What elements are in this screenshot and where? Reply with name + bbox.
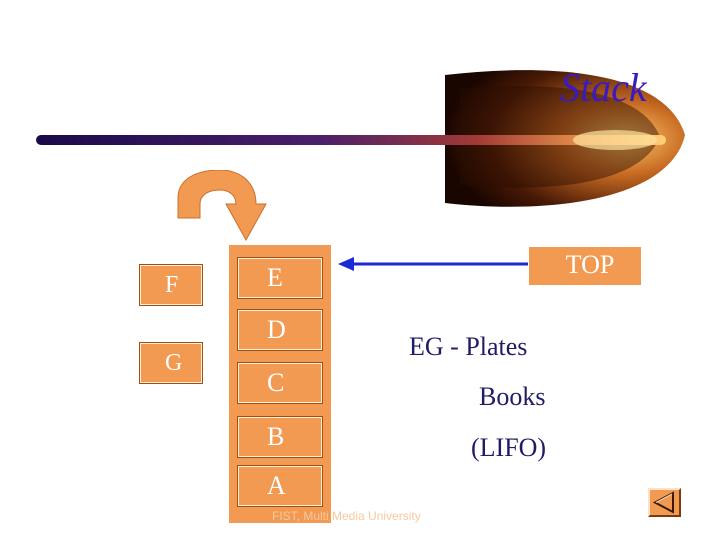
stack-item-b: B	[238, 417, 322, 457]
curved-arrow-icon	[170, 170, 270, 245]
side-item-f: F	[140, 265, 202, 305]
lifo-label: (LIFO)	[471, 435, 546, 461]
stack-item-c: C	[238, 363, 322, 403]
example-books: Books	[479, 384, 545, 410]
slide-title: Stack	[560, 68, 647, 108]
stack-item-a: A	[238, 466, 322, 506]
stack-item-d: D	[238, 310, 322, 350]
back-nav-button[interactable]	[648, 488, 681, 517]
left-arrow-icon	[338, 255, 530, 273]
top-label: TOP	[529, 247, 641, 285]
footer-text: FIST, Multi Media University	[272, 509, 421, 523]
back-triangle-icon	[650, 490, 679, 515]
side-item-g: G	[140, 343, 202, 383]
example-plates: EG - Plates	[409, 334, 527, 360]
stack-item-e: E	[238, 258, 322, 298]
